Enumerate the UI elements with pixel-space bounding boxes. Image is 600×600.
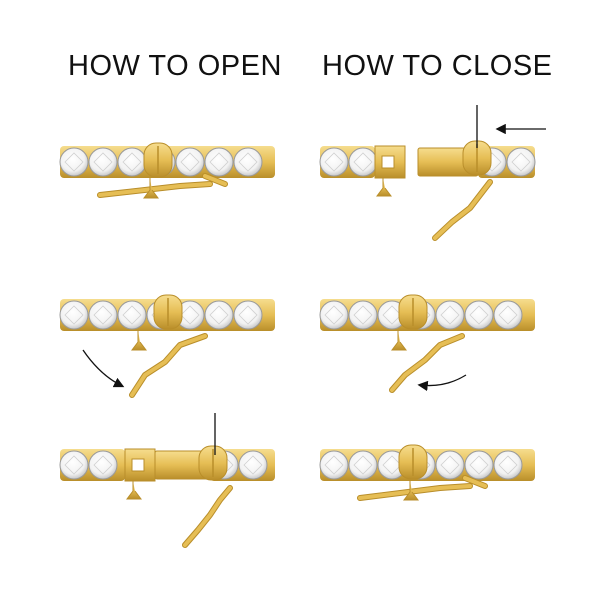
close-step1-chain-right-diamond-facet (511, 152, 531, 172)
close-step1-chain-left-diamond-facet (353, 152, 373, 172)
open-step1-chain-diamond-facet (238, 152, 258, 172)
close-step3-chain-diamond (493, 450, 523, 480)
close-step3-chain-diamond (319, 450, 349, 480)
open-step2-chain-diamond-facet (209, 305, 229, 325)
close-step2-chain-diamond-facet (440, 305, 460, 325)
close-step3-chain-diamond (464, 450, 494, 480)
close-step2-arrow (417, 374, 467, 392)
open-step3-chain-right-diamond (238, 450, 268, 480)
close-step3-chain-diamond-facet (324, 455, 344, 475)
open-step3-box-slot (131, 458, 145, 472)
how-to-open-heading: HOW TO OPEN (68, 50, 282, 82)
open-step1-chain-diamond (59, 147, 89, 177)
close-step1-chain-right-diamond (506, 147, 536, 177)
open-step2-arrow (82, 349, 125, 388)
close-step1-box-slot (381, 155, 395, 169)
open-step2-chain-diamond (59, 300, 89, 330)
open-step1-knob (143, 178, 159, 199)
open-step2-chain-diamond-facet (93, 305, 113, 325)
open-step3-chain-left-diamond-facet (93, 455, 113, 475)
close-step3-chain-diamond-facet (353, 455, 373, 475)
close-step3-chain-diamond-facet (440, 455, 460, 475)
close-step2-chain-diamond-facet (324, 305, 344, 325)
close-step3-knob (403, 480, 419, 501)
open-step2-chain-diamond-facet (122, 305, 142, 325)
close-step2-lever (390, 334, 464, 392)
close-step3-chain-diamond (435, 450, 465, 480)
close-step3-chain-diamond-facet (498, 455, 518, 475)
open-step3-chain-left-diamond-facet (64, 455, 84, 475)
open-step1-chain-diamond-facet (64, 152, 84, 172)
open-step2-knob (131, 330, 147, 351)
open-step2-lever-shadow (129, 333, 208, 398)
open-step3-lever (183, 486, 232, 547)
close-step2-chain-diamond-facet (353, 305, 373, 325)
close-step1-box-knob (376, 178, 392, 197)
close-step2-chain-diamond-facet (469, 305, 489, 325)
open-step1-chain-diamond-facet (93, 152, 113, 172)
open-step1-chain-diamond (233, 147, 263, 177)
open-step3-chain-left-diamond (88, 450, 118, 480)
close-step3-chain-diamond-facet (469, 455, 489, 475)
open-step2-chain-diamond-facet (180, 305, 200, 325)
open-step1-chain-diamond-facet (209, 152, 229, 172)
open-step3-box-knob (126, 481, 142, 500)
close-step2-chain-diamond (348, 300, 378, 330)
close-step2-chain-diamond (319, 300, 349, 330)
open-step3-chain-right-diamond-facet (243, 455, 263, 475)
open-step1-lever (98, 174, 227, 197)
open-step3-chain-left-diamond (59, 450, 89, 480)
close-step1-chain-left-diamond (319, 147, 349, 177)
open-step2-chain-diamond (88, 300, 118, 330)
open-step2-chain-diamond (117, 300, 147, 330)
open-step1-chain-diamond-facet (180, 152, 200, 172)
open-step1-chain-diamond-facet (122, 152, 142, 172)
close-step2-chain-diamond (435, 300, 465, 330)
open-step2-chain-diamond (204, 300, 234, 330)
close-step1-chain-left-diamond (348, 147, 378, 177)
close-step1-lever (433, 180, 492, 240)
close-step3-chain-diamond (348, 450, 378, 480)
open-step2-chain-diamond-facet (238, 305, 258, 325)
open-step2-chain-diamond (233, 300, 263, 330)
close-step2-knob (391, 330, 407, 351)
close-step1-chain-left-diamond-facet (324, 152, 344, 172)
open-step2-lever (130, 334, 207, 397)
how-to-close-heading: HOW TO CLOSE (322, 50, 553, 82)
open-step1-chain-diamond (204, 147, 234, 177)
open-step1-chain-diamond (117, 147, 147, 177)
close-step2-chain-diamond-facet (498, 305, 518, 325)
close-step2-chain-diamond (464, 300, 494, 330)
open-step1-chain-diamond (175, 147, 205, 177)
open-step1-chain-diamond (88, 147, 118, 177)
open-step2-chain-diamond-facet (64, 305, 84, 325)
close-step2-chain-diamond (493, 300, 523, 330)
close-step3-lever (358, 476, 487, 500)
